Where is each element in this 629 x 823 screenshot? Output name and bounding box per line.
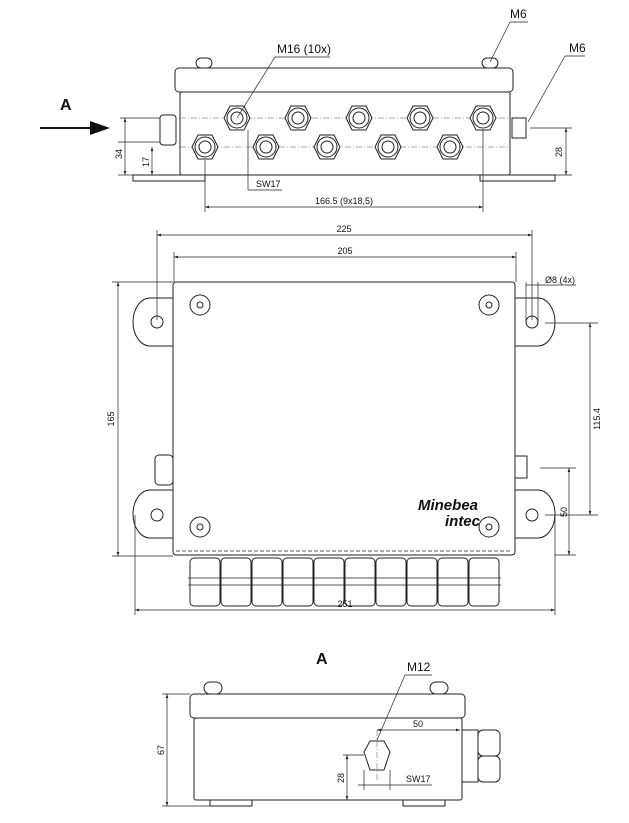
housing-body [179,91,511,176]
plan-view: Minebea intec 225 205 165 115.4 50 Ø8 (4… [106,224,602,615]
housing-lid-top [172,281,516,556]
mounting-foot [132,174,206,182]
side-glands [461,729,501,783]
dim-205: 205 [337,246,352,256]
lid-bolt [203,681,223,695]
dim-67: 67 [156,745,166,755]
callout-hole-diameter: Ø8 (4x) [545,275,575,285]
m6-side-bolt [511,117,527,139]
dim-50: 50 [559,507,569,517]
callout-m12: M12 [407,660,431,674]
dim-17: 17 [141,157,151,167]
lid-bolt [481,57,499,69]
callout-m6-top: M6 [510,7,527,21]
logo-minebea: Minebea [418,497,478,514]
mounting-foot [479,174,556,182]
view-arrow-label: A [60,97,72,114]
m6-side-bolt [514,455,528,479]
side-view-a: A M12 50 28 SW17 67 [156,651,501,807]
callout-m6-side: M6 [569,41,586,55]
lid [189,693,466,719]
view-a-title: A [316,651,328,668]
mounting-foot [209,799,253,807]
lid-bolt [429,681,449,695]
dim-50-side: 50 [413,719,423,729]
dim-gland-pitch: 166.5 (9x18,5) [315,196,373,206]
callout-m16: M16 (10x) [277,42,331,56]
dim-115-4: 115.4 [592,408,602,430]
dim-28-side: 28 [336,773,346,783]
mounting-foot [402,799,446,807]
sw17-label: SW17 [256,179,281,189]
side-gland [159,114,177,146]
logo-intec: intec [445,513,481,530]
dim-225: 225 [336,224,351,234]
dim-165: 165 [106,411,116,426]
front-view: A 34 17 28 SW17 166.5 (9x18,5) M16 (10x)… [40,7,586,212]
dim-251: 251 [337,599,352,609]
lid-bolt [195,57,213,69]
lid-screws [189,294,500,538]
cable-glands-bottom [188,557,501,607]
lid [174,67,514,93]
mounting-holes [150,315,539,522]
view-arrow: A [40,97,110,135]
dim-34: 34 [114,149,124,159]
side-gland [154,454,174,486]
sw17-label-side: SW17 [406,774,431,784]
dim-28: 28 [554,147,564,157]
